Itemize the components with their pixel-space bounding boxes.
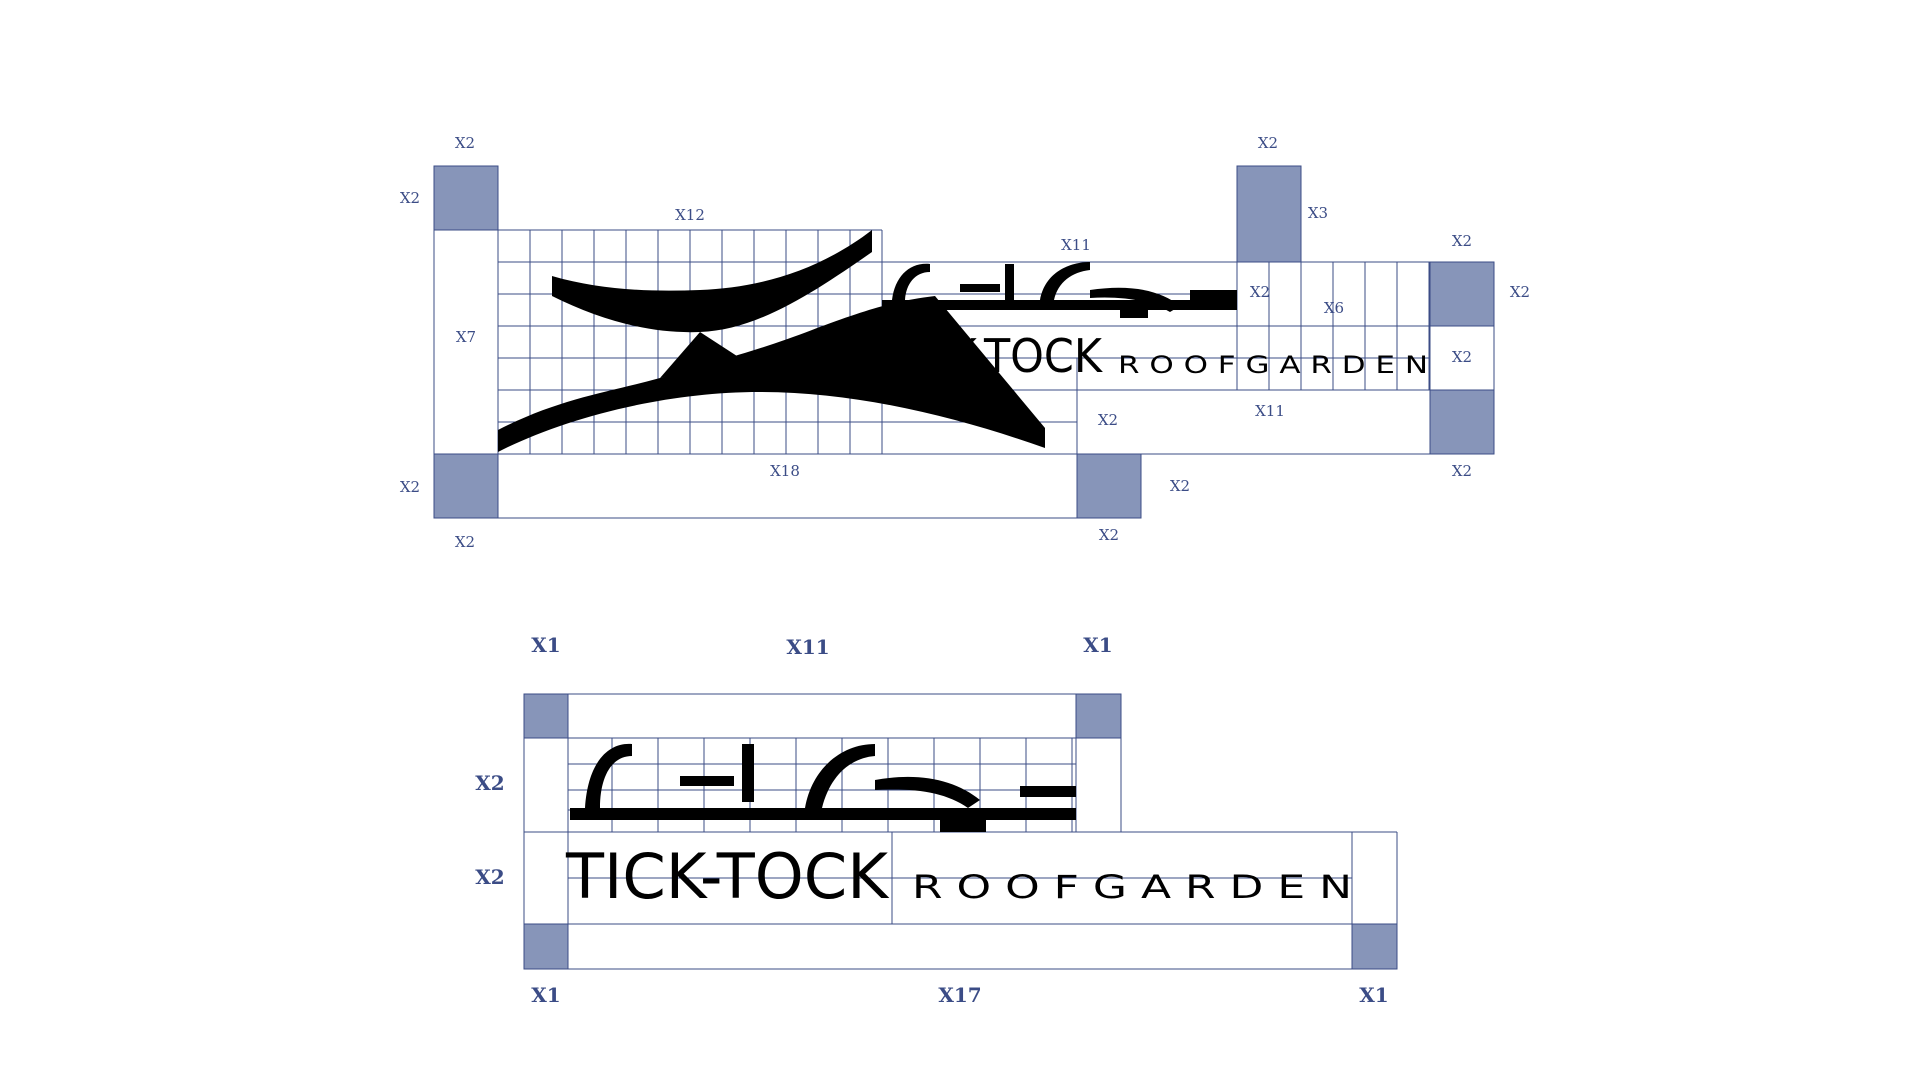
- wordmark-grid: [882, 262, 1430, 391]
- horizontal-lockup: TICK-TOCK R O O F G A R D E N X2 X2 X12 …: [400, 134, 1530, 551]
- label-emblem-width: X12: [675, 206, 705, 224]
- clear-space-square-right-top: [1429, 261, 1495, 327]
- clear-space-tab-top-right: [1236, 165, 1302, 263]
- label-bottom-mid-square-h: X2: [1099, 526, 1119, 544]
- clear-space-square-bottom-mid: [1076, 453, 1142, 519]
- label-bottom-width: X18: [770, 462, 800, 480]
- label-emblem-height: X7: [456, 328, 476, 346]
- wordmark-primary: TICK-TOCK: [879, 329, 1104, 383]
- label-latin-row-h: X2: [475, 865, 504, 889]
- label-bottom-mid-square-w: X2: [1170, 477, 1190, 495]
- clear-space-square-top-right: [1075, 693, 1122, 739]
- label-bottom-left-square-h: X2: [400, 478, 420, 496]
- wordmark-secondary: R O O F G A R D E N: [1118, 351, 1428, 379]
- label-bottom-left-square-w: X2: [455, 533, 475, 551]
- clear-space-square-bottom-left: [523, 923, 569, 970]
- clear-space-square-bottom-right: [1351, 923, 1398, 970]
- label-top-left-w: X1: [531, 633, 560, 657]
- label-bottom-width: X17: [938, 983, 981, 1007]
- label-bottom-left-w: X1: [531, 983, 560, 1007]
- stacked-lockup: TICK-TOCK R O O F G A R D E N X1 X11 X1 …: [475, 633, 1398, 1007]
- arabic-wordmark-glyph: [882, 262, 1237, 318]
- label-right-square-w: X2: [1452, 232, 1472, 250]
- label-bottom-right-h: X2: [1452, 462, 1472, 480]
- label-top-left-square-w: X2: [455, 134, 475, 152]
- label-lower-text-width: X11: [1255, 402, 1285, 420]
- label-top-width: X11: [786, 635, 829, 659]
- label-text-block-width: X11: [1061, 236, 1091, 254]
- label-top-right-w: X1: [1083, 633, 1112, 657]
- clear-space-square-right-bottom: [1429, 389, 1495, 455]
- label-top-right-tab-h: X3: [1308, 204, 1328, 222]
- label-lower-left-gap: X2: [1098, 411, 1118, 429]
- hourglass-x-emblem: [498, 230, 1045, 452]
- label-arabic-row-h: X2: [1250, 283, 1270, 301]
- label-right-gap-w: X6: [1324, 299, 1344, 317]
- label-mid-right-h: X2: [1452, 348, 1472, 366]
- arabic-wordmark-glyph: [570, 743, 1076, 832]
- wordmark-primary: TICK-TOCK: [565, 840, 889, 913]
- clear-space-square-bottom-left: [433, 453, 499, 519]
- clear-space-square-top-left: [433, 165, 499, 231]
- label-arabic-row-h: X2: [475, 771, 504, 795]
- label-top-left-square-h: X2: [400, 189, 420, 207]
- label-right-square-h: X2: [1510, 283, 1530, 301]
- clear-space-square-top-left: [523, 693, 569, 739]
- label-top-right-tab-w: X2: [1258, 134, 1278, 152]
- wordmark-secondary: R O O F G A R D E N: [912, 868, 1352, 906]
- label-bottom-right-w: X1: [1359, 983, 1388, 1007]
